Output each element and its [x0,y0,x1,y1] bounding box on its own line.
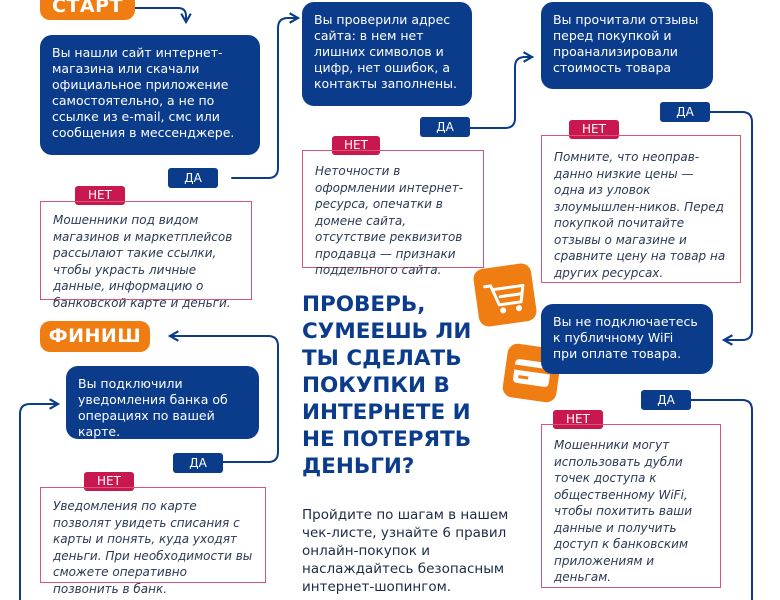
step-1-no-tag: НЕТ [75,186,125,205]
step-1-yes-tag: ДА [168,168,218,188]
step-4-yes-tag: ДА [641,390,691,410]
cart-icon [483,283,525,314]
step-2-warning: Неточности в оформлении интернет-ресурса… [302,150,484,277]
step-3-question: Вы прочитали отзывы перед покупкой и про… [541,2,713,89]
step-3-yes-tag: ДА [660,102,710,122]
cart-icon-tile [472,262,538,328]
step-1-question: Вы нашли сайт интернет-магазина или скач… [40,35,260,155]
finish-label: ФИНИШ [40,321,150,352]
step-4-question: Вы не подключаетесь к публичному WiFi пр… [541,304,713,374]
step-5-question: Вы подключили уведомления банка об опера… [66,366,259,439]
step-2-yes-tag: ДА [420,117,470,137]
step-4-warning: Мошенники могут использовать дубли точек… [541,424,721,588]
step-2-question: Вы проверили адрес сайта: в нем нет лишн… [302,2,472,106]
page-headline: ПРОВЕРЬ, СУМЕЕШЬ ЛИ ТЫ СДЕЛАТЬ ПОКУПКИ В… [302,292,472,479]
step-5-warning: Уведомления по карте позволят увидеть сп… [40,487,266,596]
start-label: СТАРТ [40,0,135,20]
step-5-yes-tag: ДА [173,453,223,473]
step-1-warning: Мошенники под видом магазинов и маркетпл… [40,201,252,310]
step-3-warning: Помните, что неоправ-данно низкие цены —… [541,135,741,283]
step-3-no-tag: НЕТ [569,120,619,139]
step-5-no-tag: НЕТ [84,472,134,491]
intro-text: Пройдите по шагам в нашем чек-листе, узн… [302,507,509,595]
